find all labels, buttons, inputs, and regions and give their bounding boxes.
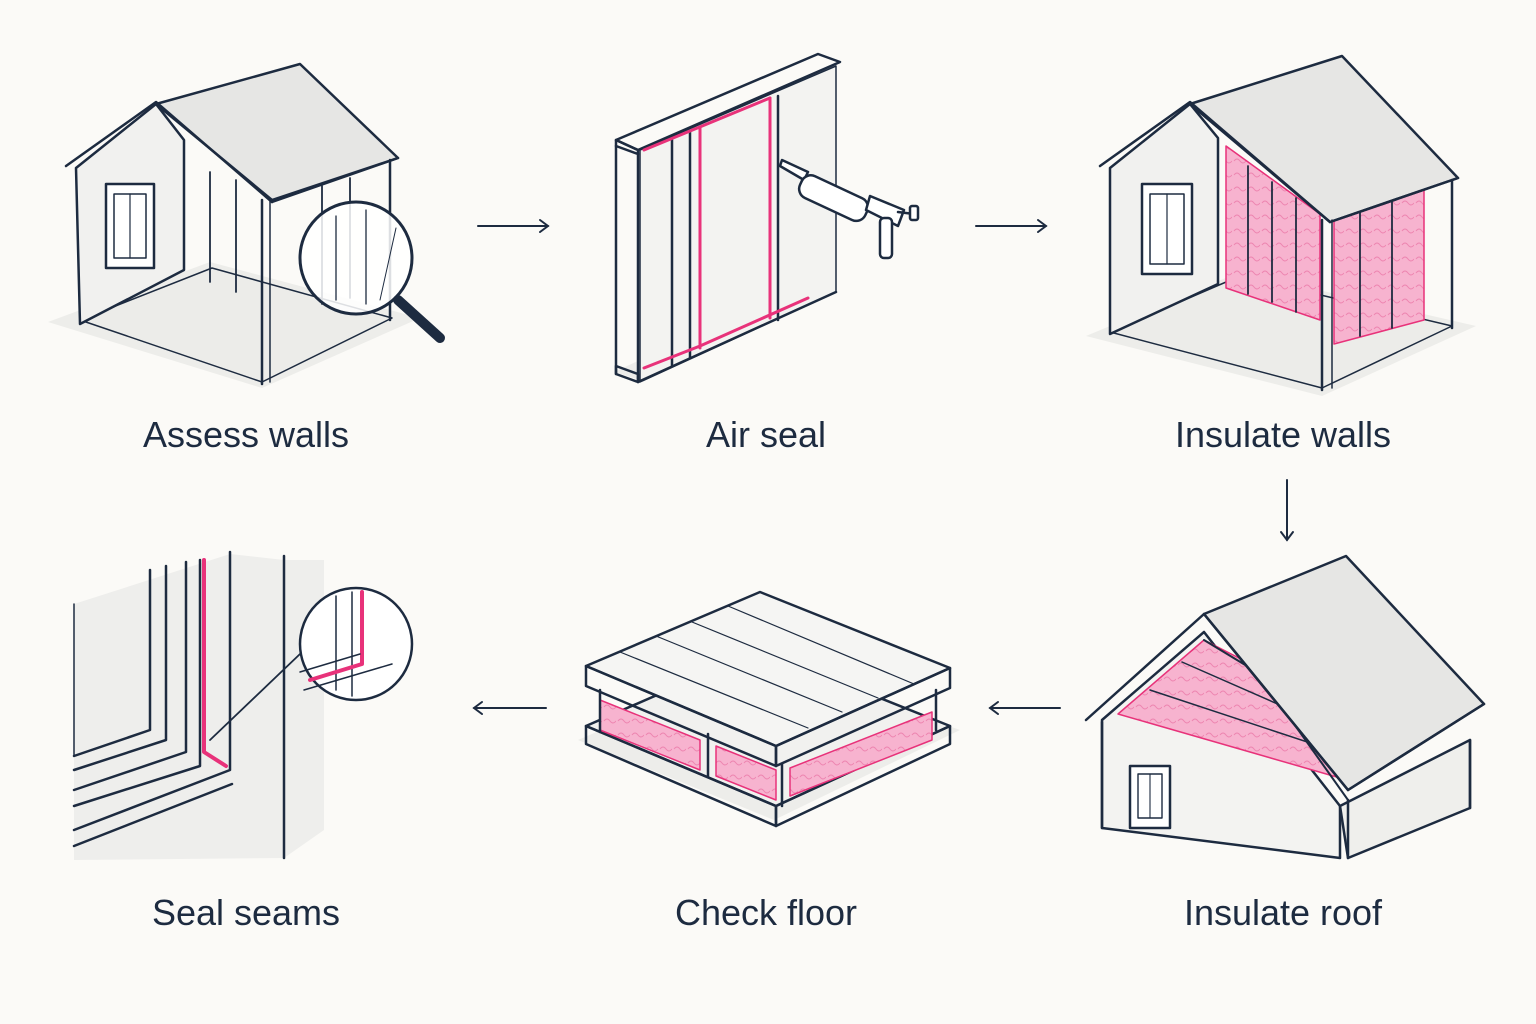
floor-insulation-icon — [578, 590, 960, 828]
arrow-right-icon — [477, 219, 550, 233]
step-label-assess-walls: Assess walls — [142, 414, 350, 455]
arrow-left-icon — [472, 701, 547, 715]
arrow-right-icon — [975, 219, 1048, 233]
step-label-air-seal: Air seal — [705, 414, 827, 455]
step-label-insulate-roof: Insulate roof — [1183, 892, 1383, 933]
house-wall-insulation-icon — [1086, 54, 1476, 396]
roof-insulation-icon — [1084, 554, 1486, 860]
step-label-insulate-walls: Insulate walls — [1174, 414, 1392, 455]
house-magnifier-icon — [48, 62, 445, 388]
seam-sealing-icon — [72, 550, 414, 860]
step-label-check-floor: Check floor — [674, 892, 858, 933]
step-label-seal-seams: Seal seams — [151, 892, 341, 933]
arrow-left-icon — [988, 701, 1061, 715]
wall-caulk-gun-icon — [614, 52, 920, 384]
arrow-down-icon — [1280, 479, 1294, 542]
